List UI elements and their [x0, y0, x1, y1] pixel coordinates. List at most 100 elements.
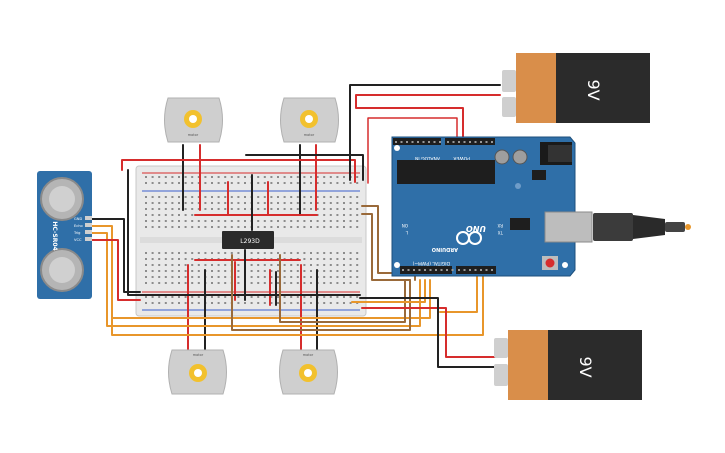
breadboard-hole[interactable] — [204, 202, 207, 204]
breadboard-hole[interactable] — [217, 270, 220, 272]
breadboard-hole[interactable] — [211, 196, 213, 198]
breadboard-hole[interactable] — [145, 208, 147, 210]
breadboard-hole[interactable] — [310, 252, 312, 254]
breadboard-hole[interactable] — [296, 282, 299, 284]
breadboard-hole[interactable] — [270, 202, 273, 204]
breadboard-hole[interactable] — [158, 258, 161, 260]
breadboard-hole[interactable] — [290, 182, 293, 184]
breadboard-hole[interactable] — [211, 220, 213, 222]
breadboard-hole[interactable] — [310, 258, 312, 260]
breadboard-hole[interactable] — [263, 302, 266, 304]
breadboard-hole[interactable] — [277, 264, 279, 266]
breadboard-hole[interactable] — [197, 296, 200, 298]
breadboard-hole[interactable] — [164, 214, 167, 216]
breadboard-hole[interactable] — [349, 214, 352, 216]
breadboard-hole[interactable] — [329, 208, 332, 210]
header-pin[interactable] — [474, 141, 477, 143]
header-pin[interactable] — [411, 141, 414, 143]
breadboard-hole[interactable] — [250, 252, 253, 254]
breadboard-hole[interactable] — [230, 252, 233, 254]
breadboard-hole[interactable] — [224, 182, 227, 184]
header-pin[interactable] — [429, 269, 432, 271]
breadboard-hole[interactable] — [263, 270, 266, 272]
breadboard-hole[interactable] — [171, 214, 174, 216]
breadboard-hole[interactable] — [296, 226, 299, 228]
breadboard-hole[interactable] — [310, 208, 312, 210]
breadboard-hole[interactable] — [310, 226, 312, 228]
breadboard-hole[interactable] — [336, 296, 339, 298]
breadboard-hole[interactable] — [310, 182, 312, 184]
breadboard-hole[interactable] — [237, 202, 240, 204]
breadboard-hole[interactable] — [171, 182, 174, 184]
breadboard-hole[interactable] — [217, 202, 220, 204]
breadboard-hole[interactable] — [290, 220, 293, 222]
breadboard-hole[interactable] — [336, 270, 339, 272]
breadboard-hole[interactable] — [316, 220, 319, 222]
arduino-uno[interactable]: ANALOG IN POWER UNO ARDUINO DIGITAL (PWM… — [391, 136, 593, 277]
breadboard-hole[interactable] — [263, 196, 266, 198]
breadboard-hole[interactable] — [197, 226, 200, 228]
breadboard-hole[interactable] — [237, 282, 240, 284]
breadboard-hole[interactable] — [329, 264, 332, 266]
breadboard-hole[interactable] — [211, 208, 213, 210]
breadboard-hole[interactable] — [356, 282, 359, 284]
breadboard-hole[interactable] — [204, 208, 207, 210]
breadboard-hole[interactable] — [316, 264, 319, 266]
breadboard-hole[interactable] — [257, 252, 260, 254]
breadboard-hole[interactable] — [151, 208, 154, 210]
breadboard-hole[interactable] — [191, 276, 194, 278]
breadboard-hole[interactable] — [145, 182, 147, 184]
breadboard-hole[interactable] — [237, 220, 240, 222]
breadboard-hole[interactable] — [204, 264, 207, 266]
breadboard-hole[interactable] — [296, 196, 299, 198]
breadboard-hole[interactable] — [224, 176, 227, 178]
breadboard-hole[interactable] — [158, 226, 161, 228]
breadboard-hole[interactable] — [257, 208, 260, 210]
breadboard-hole[interactable] — [145, 302, 147, 304]
breadboard-hole[interactable] — [290, 264, 293, 266]
breadboard-hole[interactable] — [329, 302, 332, 304]
breadboard-hole[interactable] — [237, 264, 240, 266]
breadboard-hole[interactable] — [303, 182, 306, 184]
breadboard-hole[interactable] — [151, 176, 154, 178]
breadboard-hole[interactable] — [164, 270, 167, 272]
breadboard-hole[interactable] — [296, 208, 299, 210]
header-pin[interactable] — [440, 269, 443, 271]
breadboard-hole[interactable] — [224, 270, 227, 272]
breadboard-hole[interactable] — [257, 276, 260, 278]
breadboard-hole[interactable] — [244, 176, 246, 178]
breadboard-hole[interactable] — [336, 214, 339, 216]
l293d-chip[interactable]: L293D — [222, 231, 274, 249]
breadboard-hole[interactable] — [178, 270, 180, 272]
breadboard-hole[interactable] — [283, 226, 286, 228]
breadboard-hole[interactable] — [303, 196, 306, 198]
breadboard-hole[interactable] — [237, 196, 240, 198]
breadboard-hole[interactable] — [164, 296, 167, 298]
breadboard-hole[interactable] — [283, 302, 286, 304]
breadboard-hole[interactable] — [283, 196, 286, 198]
breadboard-hole[interactable] — [277, 202, 279, 204]
breadboard-hole[interactable] — [329, 296, 332, 298]
breadboard-hole[interactable] — [191, 252, 194, 254]
breadboard-hole[interactable] — [303, 270, 306, 272]
breadboard-hole[interactable] — [237, 226, 240, 228]
breadboard-hole[interactable] — [151, 302, 154, 304]
breadboard-hole[interactable] — [151, 214, 154, 216]
breadboard-hole[interactable] — [356, 196, 359, 198]
breadboard-hole[interactable] — [158, 276, 161, 278]
breadboard-hole[interactable] — [158, 302, 161, 304]
breadboard-hole[interactable] — [178, 202, 180, 204]
breadboard-hole[interactable] — [145, 214, 147, 216]
breadboard-hole[interactable] — [356, 258, 359, 260]
breadboard-hole[interactable] — [323, 214, 326, 216]
breadboard-hole[interactable] — [184, 258, 187, 260]
breadboard-hole[interactable] — [336, 202, 339, 204]
header-pin[interactable] — [417, 141, 419, 143]
breadboard-hole[interactable] — [211, 202, 213, 204]
breadboard-hole[interactable] — [349, 270, 352, 272]
breadboard-hole[interactable] — [178, 196, 180, 198]
breadboard-hole[interactable] — [349, 208, 352, 210]
breadboard-hole[interactable] — [191, 296, 194, 298]
breadboard-hole[interactable] — [263, 202, 266, 204]
breadboard-hole[interactable] — [217, 252, 220, 254]
